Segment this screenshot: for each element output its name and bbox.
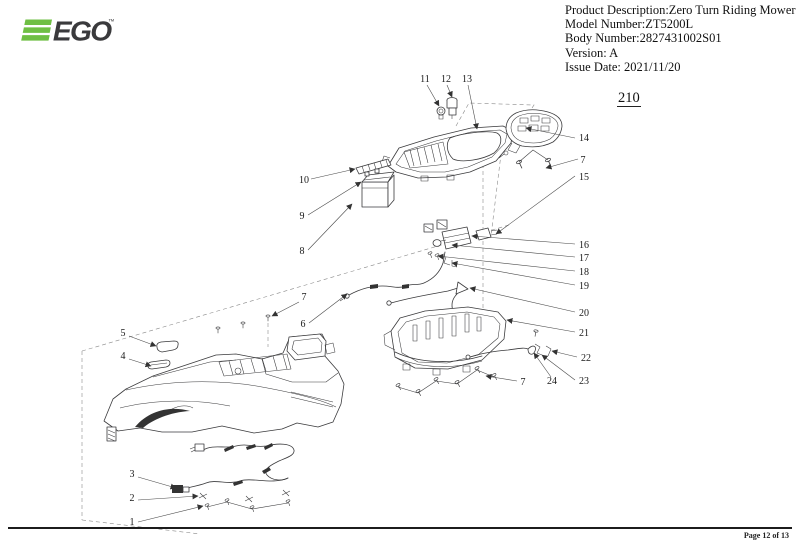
callout-label: 7: [581, 155, 586, 166]
part-main-harness: [339, 251, 446, 302]
callout-label: 7: [302, 292, 307, 303]
callout-label: 23: [579, 376, 589, 387]
part-hood-emblem: [147, 359, 171, 370]
ego-logo-text: EGO: [53, 16, 112, 47]
callout-label: 12: [441, 74, 451, 85]
callout-label: 16: [579, 240, 589, 251]
part-tray-wire-clamps: [465, 329, 552, 360]
ego-logo-bars: [21, 19, 53, 41]
callout-label: 24: [547, 376, 557, 387]
part-start-button: [436, 106, 446, 120]
callout-label: 17: [579, 253, 589, 264]
callout-label: 20: [579, 308, 589, 319]
callout-label: 22: [581, 353, 591, 364]
callout-label: 15: [579, 172, 589, 183]
callout-label: 6: [301, 319, 306, 330]
callout-label: 3: [130, 469, 135, 480]
callout-label: 8: [300, 246, 305, 257]
callout-label: 2: [130, 493, 135, 504]
tray-screws: [395, 365, 499, 398]
page-indicator: Page 12 of 13: [743, 531, 789, 540]
callout-label: 7: [521, 377, 526, 388]
part-bottom-harness: [172, 443, 295, 513]
part-hood-body: [103, 333, 345, 442]
callout-label: 21: [579, 328, 589, 339]
callout-label: 1: [130, 517, 135, 528]
part-control-pod: [498, 109, 563, 159]
part-battery: [361, 168, 395, 208]
callout-label: 4: [121, 351, 126, 362]
pod-mounting-screws: [515, 149, 554, 170]
callout-label: 10: [299, 175, 309, 186]
footer-rule: [8, 527, 792, 529]
part-key-switch: [446, 97, 458, 119]
part-hood-cover: [156, 340, 179, 353]
hood-screws: [215, 314, 271, 334]
header-line-issue-date: Issue Date: 2021/11/20: [565, 59, 681, 74]
callout-label: 11: [420, 74, 430, 85]
callout-label: 14: [579, 133, 589, 144]
ego-logo: EGO ™: [21, 16, 115, 47]
header-line-body: Body Number:2827431002S01: [565, 31, 722, 46]
leader-lines: [128, 84, 579, 523]
callout-label: 18: [579, 267, 589, 278]
ego-logo-tm: ™: [108, 18, 114, 25]
drawing-number: 210: [617, 90, 641, 107]
part-harness-bracket: [386, 281, 469, 312]
document-header: Product Description:Zero Turn Riding Mow…: [565, 3, 796, 74]
callout-label: 5: [121, 328, 126, 339]
part-console-panel: [381, 125, 514, 182]
part-harness-module: [423, 219, 498, 268]
callout-label: 13: [462, 74, 472, 85]
header-line-version: Version: A: [565, 45, 619, 60]
callout-labels: 11 12 13 14 7 15 16 17 18 19 20 21 22 23…: [121, 74, 592, 528]
header-line-model: Model Number:ZT5200L: [565, 17, 694, 32]
part-battery-tray: [383, 306, 507, 376]
part-battery-bracket: [355, 158, 392, 175]
header-line-product: Product Description:Zero Turn Riding Mow…: [565, 3, 796, 17]
callout-label: 19: [579, 281, 589, 292]
callout-label: 9: [300, 211, 305, 222]
